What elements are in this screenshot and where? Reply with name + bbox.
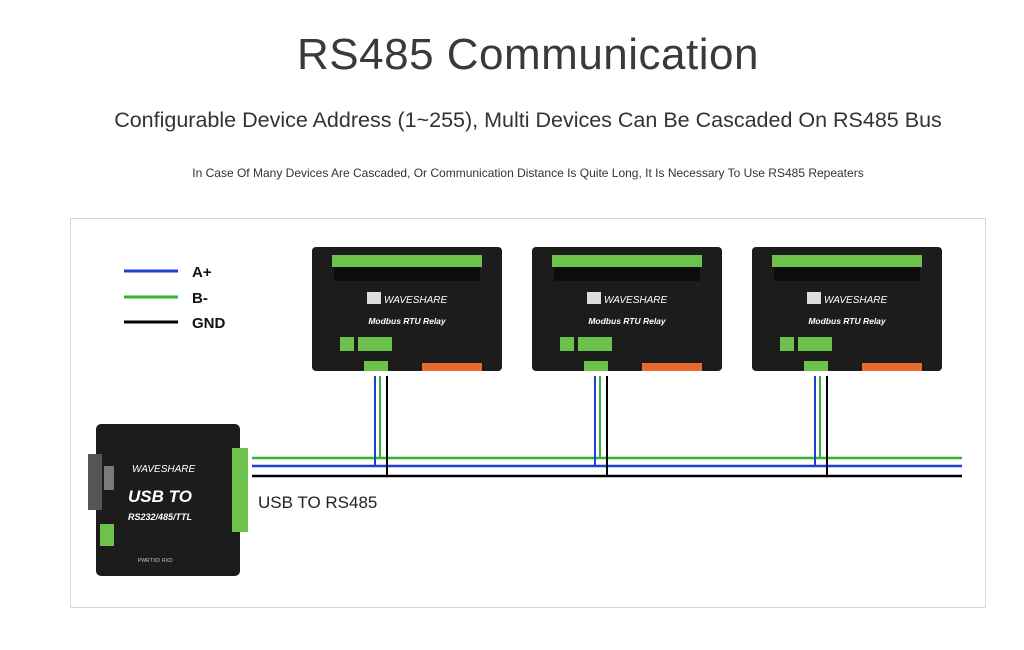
relay-top-screw-row [334, 267, 480, 281]
relay-brand: WAVESHARE [604, 295, 667, 306]
relay-module-2: WAVESHARE Modbus RTU Relay [532, 247, 722, 371]
converter-body [96, 424, 240, 576]
relay-bottom-terminal-green [364, 361, 388, 371]
relay-rs485-terminal [798, 337, 832, 351]
relay-bottom-terminal-orange [862, 363, 922, 371]
legend-label-b: B- [192, 290, 208, 307]
relay-bottom-terminal-orange [422, 363, 482, 371]
converter-led-txd: TXD [150, 558, 160, 564]
relay-bottom-terminal-green [804, 361, 828, 371]
relay-brand-logo [367, 292, 381, 304]
relay-module-1: WAVESHARE Modbus RTU Relay [312, 247, 502, 371]
legend-label-gnd: GND [192, 315, 226, 332]
converter-led-rxd: RXD [162, 558, 173, 564]
relay-power-terminal [340, 337, 354, 351]
relay-brand: WAVESHARE [824, 295, 887, 306]
relay-top-terminal-strip [552, 255, 702, 267]
relay-model: Modbus RTU Relay [808, 316, 887, 326]
page-subtitle: Configurable Device Address (1~255), Mul… [114, 108, 942, 132]
relay-top-terminal-strip [772, 255, 922, 267]
relay-model: Modbus RTU Relay [588, 316, 667, 326]
relay-brand: WAVESHARE [384, 295, 447, 306]
converter-model-line2: RS232/485/TTL [128, 512, 192, 522]
relay-top-screw-row [774, 267, 920, 281]
relay-bottom-terminal-orange [642, 363, 702, 371]
converter-led-pwr: PWR [138, 558, 150, 564]
relay-top-screw-row [554, 267, 700, 281]
relay-rs485-terminal [578, 337, 612, 351]
legend-label-a: A+ [192, 264, 212, 281]
relay-brand-logo [807, 292, 821, 304]
relay-top-terminal-strip [332, 255, 482, 267]
page-title: RS485 Communication [297, 30, 759, 79]
converter-left-label [104, 466, 114, 490]
relay-bottom-terminal-green [584, 361, 608, 371]
relay-power-terminal [560, 337, 574, 351]
drop-wires [374, 376, 828, 476]
relay-module-3: WAVESHARE Modbus RTU Relay [752, 247, 942, 371]
converter-green-tag [100, 524, 114, 546]
legend: A+ B- GND [124, 264, 226, 332]
relay-model: Modbus RTU Relay [368, 316, 447, 326]
relay-power-terminal [780, 337, 794, 351]
relay-rs485-terminal [358, 337, 392, 351]
converter-side-terminal [232, 448, 248, 532]
converter-caption: USB TO RS485 [258, 493, 377, 512]
converter-model-line1: USB TO [128, 487, 192, 506]
repeater-note: In Case Of Many Devices Are Cascaded, Or… [192, 166, 864, 180]
relay-brand-logo [587, 292, 601, 304]
usb-converter: WAVESHARE USB TO RS232/485/TTL PWR TXD R… [88, 424, 248, 576]
converter-db9-port [88, 454, 102, 510]
converter-brand: WAVESHARE [132, 464, 195, 475]
